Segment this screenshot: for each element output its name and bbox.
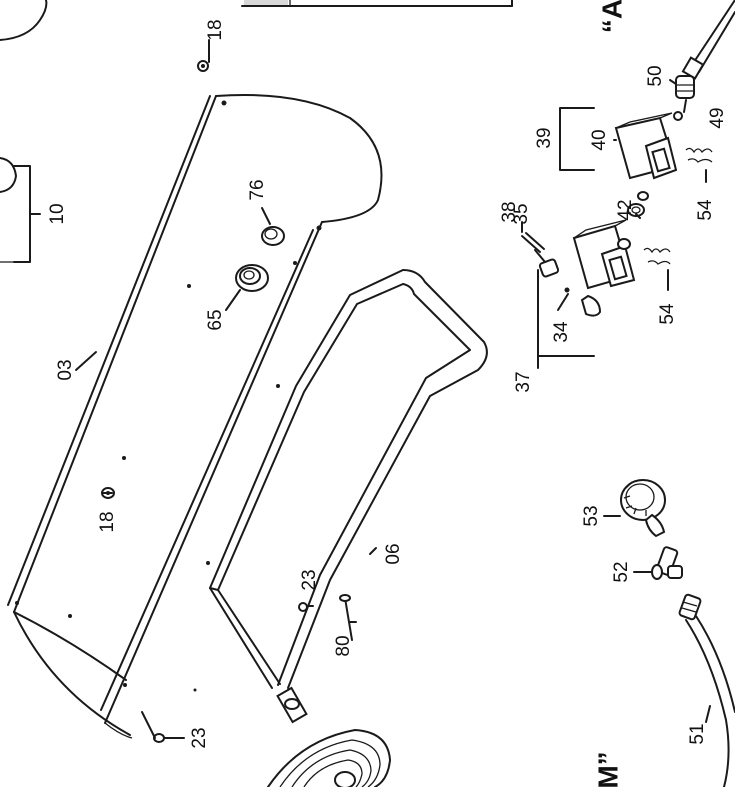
- callout-10-bracket: [13, 165, 41, 263]
- callout-03: 03: [55, 359, 76, 380]
- view-letter-a: “A: [596, 0, 627, 33]
- solenoid-valve-lower: [572, 219, 636, 290]
- callout-23-mid: 23: [299, 569, 320, 590]
- regulator-53: [620, 479, 666, 538]
- callout-35: 35: [511, 203, 532, 224]
- callout-18-mid: 18: [97, 511, 118, 532]
- view-letter-m: M”: [592, 751, 623, 787]
- hose-51: [678, 593, 735, 787]
- callout-40: 40: [589, 129, 610, 150]
- callout-38: 38: [499, 201, 520, 222]
- callout-80: 80: [333, 635, 354, 656]
- fitting-50: [675, 75, 695, 99]
- handle-frame-06: [209, 269, 488, 689]
- callout-50: 50: [645, 65, 666, 86]
- tee-fitting-52: [651, 546, 683, 580]
- nut-18-top: [197, 60, 209, 72]
- washer-49: [673, 111, 683, 121]
- pin-80: [339, 594, 353, 641]
- hose-top-right: [681, 0, 735, 80]
- callout-54-lower: 54: [657, 303, 678, 325]
- callout-76: 76: [247, 179, 268, 200]
- wires-54: [643, 147, 713, 265]
- top-left-fragment: [0, 0, 48, 263]
- callout-42: 42: [615, 199, 636, 220]
- bracket-39: [559, 107, 595, 171]
- callout-49: 49: [707, 107, 728, 128]
- fitting-34: [564, 287, 602, 317]
- callout-34: 34: [551, 321, 572, 343]
- fitting-42: [627, 191, 649, 217]
- callout-52: 52: [611, 561, 632, 582]
- pin-38: [521, 232, 545, 253]
- fitting-35: [538, 258, 560, 278]
- solenoid-valve-40: [614, 112, 678, 180]
- callout-23-bottom: 23: [189, 727, 210, 748]
- axle-and-wheel: [267, 686, 391, 787]
- callout-39: 39: [534, 127, 555, 148]
- callout-53: 53: [581, 505, 602, 526]
- callout-37: 37: [513, 371, 534, 392]
- callout-51: 51: [687, 723, 708, 744]
- grommet-76: [261, 226, 285, 246]
- shroud-body: [7, 93, 383, 739]
- callout-06: 06: [383, 543, 404, 564]
- grommet-65: [235, 264, 269, 292]
- bracket-37: [537, 269, 595, 369]
- callout-54-upper: 54: [695, 199, 716, 221]
- leader-lines: [75, 39, 711, 739]
- callout-65: 65: [205, 309, 226, 330]
- callout-labels: 18 10 03 65 76 18 23 23 80 06 37 34 35 3…: [47, 0, 728, 787]
- callout-18-top: 18: [205, 19, 226, 40]
- parts-table-fragment: [241, 0, 513, 7]
- callout-10: 10: [47, 203, 68, 224]
